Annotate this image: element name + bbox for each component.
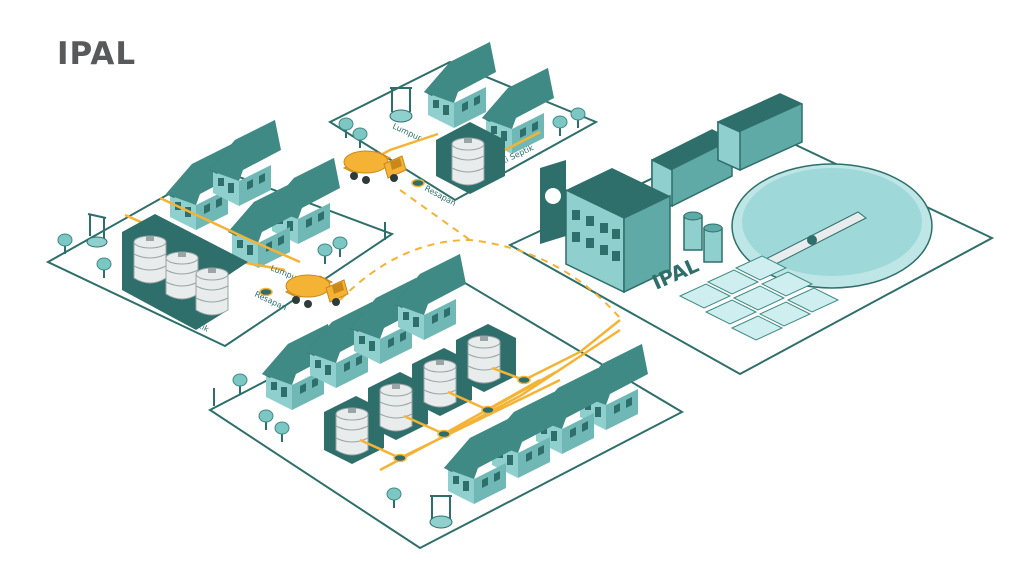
page-title: IPAL	[57, 36, 137, 72]
septic-tank-icon	[165, 251, 199, 300]
ipal-plant: IPAL	[540, 93, 933, 341]
left-community: Tangki Septik Lumpur Resapan	[57, 120, 386, 334]
manhole-icon	[517, 375, 531, 385]
silo-icon	[683, 215, 703, 251]
vacuum-truck-icon	[285, 274, 349, 309]
bottom-community	[213, 254, 648, 529]
sludge-route-dashed	[339, 238, 621, 319]
manhole-icon	[481, 405, 495, 415]
tree-icon	[352, 127, 368, 149]
well-icon	[429, 495, 453, 529]
infiltration-well-icon	[411, 178, 425, 188]
manhole-icon	[393, 453, 407, 463]
septic-tank-icon	[195, 267, 229, 316]
drying-beds	[678, 255, 840, 341]
silo-icon	[703, 227, 723, 263]
well-icon	[86, 213, 108, 248]
septic-tank-icon	[467, 335, 501, 384]
septic-tank-icon	[423, 359, 457, 408]
septic-tank-icon	[133, 235, 167, 284]
sludge-route-dashed-top	[399, 189, 471, 241]
septic-tank-icon	[451, 137, 485, 186]
septic-tank-icon	[379, 383, 413, 432]
manhole-icon	[437, 429, 451, 439]
infiltration-well-icon	[259, 287, 273, 297]
septic-tank-icon	[335, 407, 369, 456]
well-icon	[389, 87, 413, 123]
